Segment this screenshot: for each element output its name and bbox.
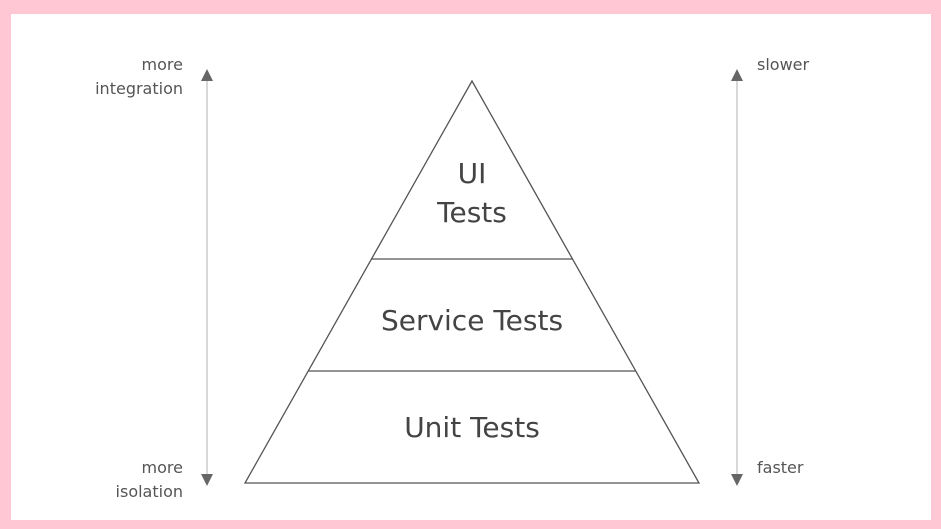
tier-ui-label-line-1: UI — [458, 157, 487, 190]
right-axis-top-label: slower — [757, 55, 810, 74]
left-axis-top-label-line-2: integration — [95, 79, 183, 98]
left-axis-arrowhead-up-icon — [201, 69, 213, 81]
left-axis-bottom-label-line-1: more — [142, 458, 183, 477]
left-axis-top-label-line-1: more — [142, 55, 183, 74]
right-axis-arrowhead-up-icon — [731, 69, 743, 81]
tier-ui-label-line-2: Tests — [436, 196, 507, 229]
left-axis-bottom-label-line-2: isolation — [116, 482, 183, 501]
tier-unit-label: Unit Tests — [404, 411, 540, 444]
right-axis-bottom-label: faster — [757, 458, 804, 477]
right-axis-arrowhead-down-icon — [731, 474, 743, 486]
left-axis-arrowhead-down-icon — [201, 474, 213, 486]
diagram-canvas — [11, 14, 931, 520]
tier-service-label: Service Tests — [381, 304, 563, 337]
pyramid-outline — [243, 79, 701, 484]
